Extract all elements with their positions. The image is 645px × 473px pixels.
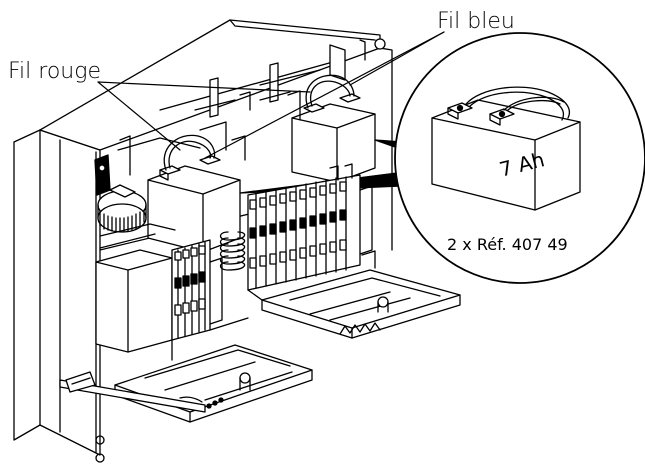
battery-left-icon [118,122,245,252]
battery-detail: 7 Ah 2 x Réf. 407 49 [395,33,645,283]
battery-right-icon [260,75,375,182]
dial-icon [98,185,146,232]
relay-bank-left-icon [172,240,222,340]
red-wire-label: Fil rouge [8,59,101,84]
battery-detail-icon [432,87,580,210]
callout-lines [98,32,444,158]
tray-left-icon [60,345,312,422]
blue-wire-label: Fil bleu [437,9,515,34]
battery-reference-label: 2 x Réf. 407 49 [447,235,568,254]
relay-bank-right-icon [248,164,372,290]
tray-right-icon [262,251,460,338]
cabinet-icon [14,20,460,462]
